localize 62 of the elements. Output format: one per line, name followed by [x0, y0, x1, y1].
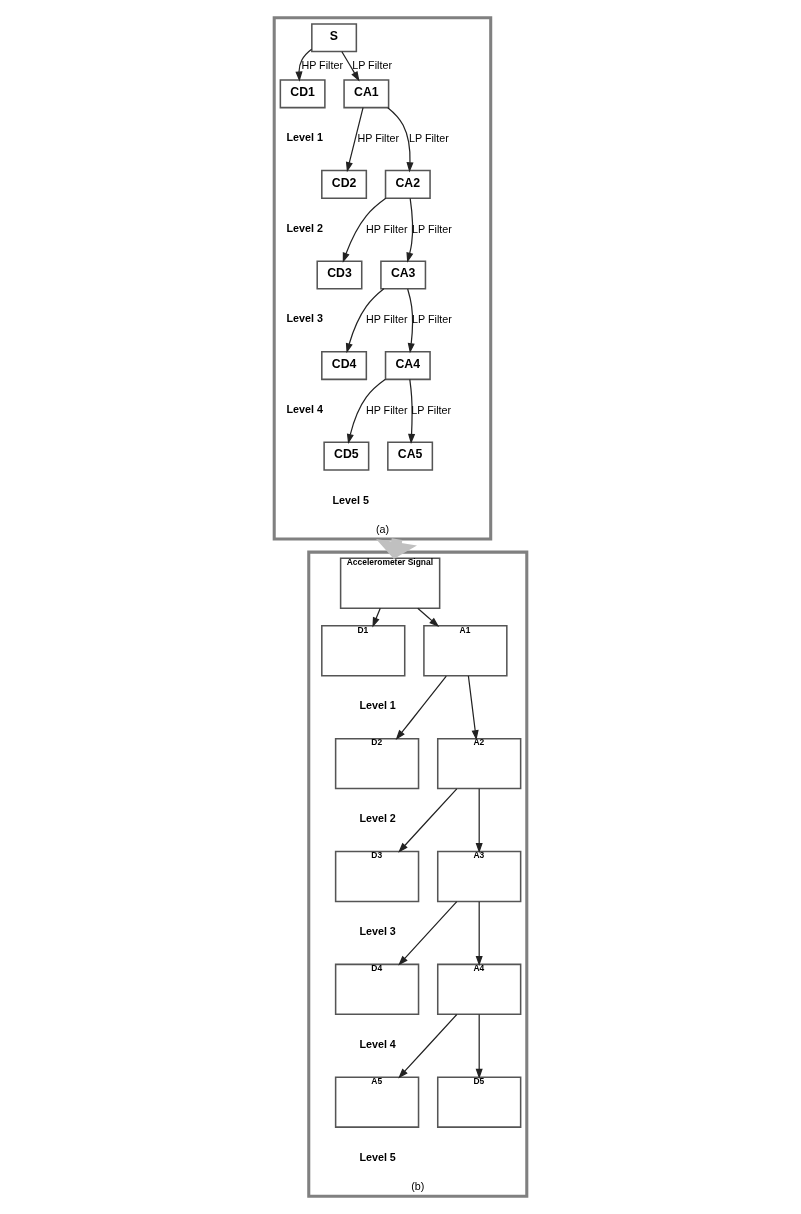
label: Level 4: [286, 402, 323, 415]
node-box: D2: [334, 737, 420, 790]
edge-label: LP Filter: [412, 313, 452, 326]
node-box: CA1: [343, 79, 390, 109]
node-box: CA4: [384, 350, 431, 381]
node-box: CD4: [321, 350, 368, 381]
label: Level 3: [359, 924, 396, 937]
node-box: D4: [334, 963, 420, 1016]
edge-label: HP Filter: [365, 313, 408, 326]
node-box: CA2: [384, 169, 431, 199]
arrow: [387, 107, 414, 173]
arrow: [475, 901, 483, 967]
arrow: [341, 51, 360, 82]
node-box: S: [311, 23, 358, 53]
edge-label: HP Filter: [365, 403, 408, 416]
node-box: D5: [436, 1076, 522, 1128]
label: Level 2: [359, 812, 396, 825]
arrow: [475, 788, 483, 854]
arrow: [372, 607, 381, 628]
label: Level 5: [332, 493, 369, 506]
arrow: [395, 675, 447, 740]
arrow: [406, 197, 414, 263]
label: Level 1: [286, 131, 323, 144]
arrow: [342, 197, 387, 263]
arrow: [345, 288, 385, 354]
arrow: [407, 288, 415, 354]
node-box: CD2: [321, 169, 368, 199]
edge-label: LP Filter: [409, 131, 449, 144]
node-box: D1: [321, 625, 406, 677]
edge-label: LP Filter: [352, 58, 392, 71]
arrow: [475, 1013, 483, 1079]
arrow: [398, 788, 458, 853]
node-box: A1: [423, 625, 508, 677]
node-box: A3: [436, 850, 522, 903]
arrow: [417, 607, 440, 627]
node-box: CA3: [380, 260, 427, 290]
edge-label: LP Filter: [412, 222, 452, 235]
node-box: A5: [334, 1076, 420, 1128]
edge-label: HP Filter: [301, 58, 343, 71]
edge-label: LP Filter: [411, 403, 452, 416]
node-box: CD1: [279, 79, 326, 109]
label: Level 4: [359, 1037, 396, 1050]
label: Level 3: [286, 312, 323, 325]
node-box: Accelerometer Signal: [339, 557, 441, 609]
arrow: [398, 1013, 458, 1079]
node-box: A4: [436, 963, 522, 1016]
node-box: CD3: [316, 260, 363, 290]
node-box: CD5: [323, 441, 370, 471]
label: Level 1: [359, 699, 396, 712]
edge-label: HP Filter: [365, 222, 408, 235]
node-box: CA5: [387, 441, 434, 471]
arrow: [345, 107, 364, 173]
arrow: [346, 378, 386, 445]
arrow: [408, 378, 416, 444]
edge-label: HP Filter: [357, 131, 400, 144]
node-box: D3: [334, 850, 420, 903]
label: Level 5: [359, 1150, 396, 1163]
arrow: [295, 48, 313, 82]
label: Level 2: [286, 221, 323, 234]
arrow: [467, 675, 479, 741]
arrow: [398, 901, 458, 966]
node-box: A2: [436, 737, 522, 790]
